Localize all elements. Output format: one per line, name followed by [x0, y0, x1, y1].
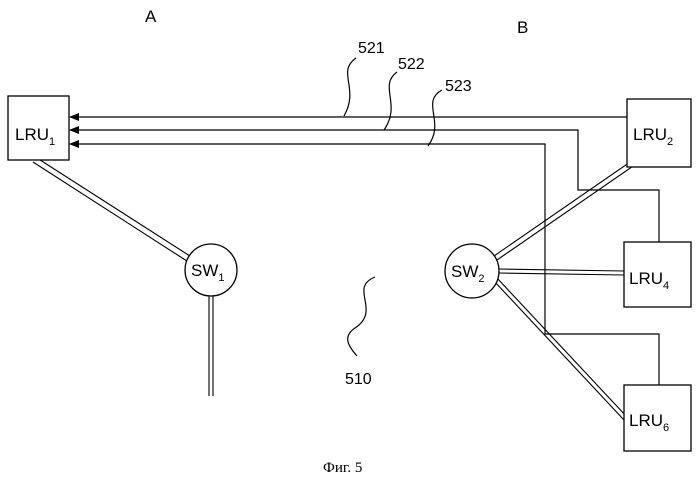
link-sw2-lru4-b: [499, 273, 624, 275]
leader-521: [344, 58, 356, 116]
lru2-box: LRU2: [627, 99, 691, 167]
link-sw2-lru6-a: [494, 281, 624, 420]
lru4-box: LRU4: [624, 242, 691, 307]
leader-523: [428, 90, 442, 146]
leader-510: [348, 277, 375, 356]
virtual-link-523: [70, 144, 659, 385]
lru6-box: LRU6: [624, 385, 691, 451]
link-lru1-sw1-b: [37, 158, 193, 258]
link-sw2-lru4-a: [499, 269, 624, 271]
leader-522: [384, 72, 397, 130]
virtual-links: [70, 117, 659, 385]
sw1-node: SW1: [185, 244, 237, 296]
ref-510: 510: [345, 371, 372, 388]
ref-522: 522: [398, 56, 425, 73]
region-label-a: A: [145, 7, 157, 26]
region-label-b: B: [517, 18, 528, 37]
link-sw2-lru6-b: [497, 278, 627, 417]
figure-caption: Фиг. 5: [323, 460, 362, 476]
lru1-box: LRU1: [8, 96, 69, 160]
reference-leaders: [344, 58, 442, 356]
virtual-link-522: [70, 130, 659, 242]
link-lru1-sw1-a: [33, 162, 190, 263]
ref-523: 523: [445, 78, 472, 95]
ref-521: 521: [358, 40, 385, 57]
sw2-node: SW2: [445, 244, 499, 298]
